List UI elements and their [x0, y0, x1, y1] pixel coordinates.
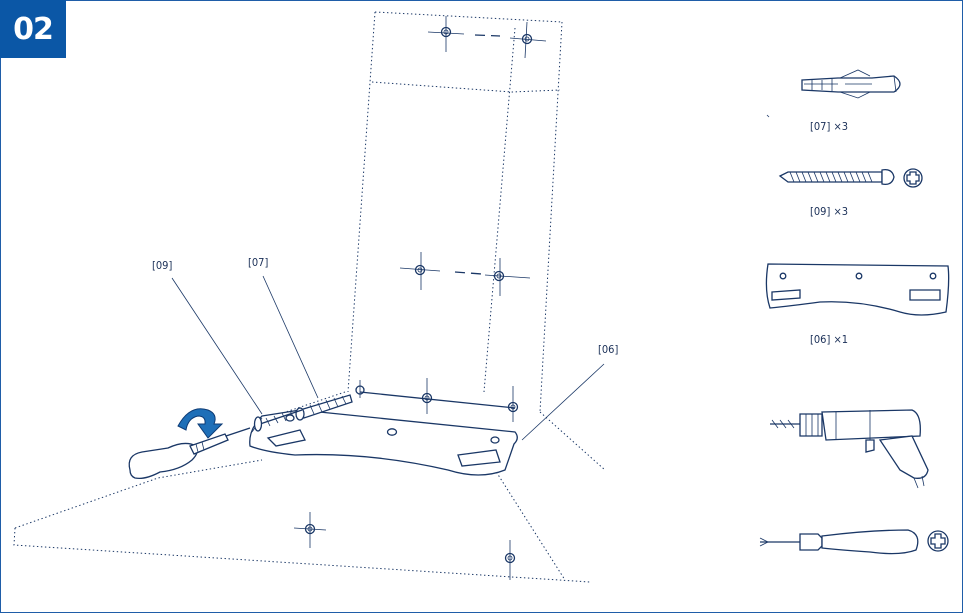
drill-mark-base-mid — [421, 378, 433, 414]
leader-line-anchor — [262, 275, 319, 399]
rotate-clockwise-arrow-icon — [177, 408, 224, 439]
drill-mark-mid-left — [399, 252, 441, 290]
callout-screw: [09] — [152, 259, 173, 272]
part-label-anchor: [07] ×3 — [810, 120, 849, 133]
callout-anchor: [07] — [248, 256, 269, 269]
mounting-bracket — [249, 409, 518, 476]
leader-line-bracket — [521, 363, 605, 441]
phillips-head-icon — [903, 168, 923, 188]
bracket-part-icon — [765, 263, 950, 316]
drill-marks — [293, 16, 547, 580]
leader-line-screw — [171, 277, 263, 415]
drill-mark-floor-right — [504, 540, 516, 580]
phillips-head-icon-tool — [927, 530, 949, 552]
drill-mark-top-right — [509, 21, 547, 59]
drill-mark-mid-right — [484, 258, 531, 296]
drill-mark-base-right — [507, 386, 519, 422]
drill-mark-floor-left — [293, 512, 327, 548]
drill-mark-base-left — [355, 380, 365, 398]
anchor-part-icon — [801, 69, 901, 99]
drill-mark-top-left — [427, 16, 465, 52]
part-label-bracket: [06] ×1 — [810, 333, 849, 346]
power-drill-icon — [770, 409, 929, 489]
screw — [253, 409, 303, 432]
callout-bracket: [06] — [598, 343, 619, 356]
phillips-screwdriver-icon — [759, 529, 919, 555]
wall-outline — [13, 11, 606, 583]
screw-part-icon — [778, 169, 895, 185]
step-number-badge: 02 — [0, 0, 66, 58]
part-label-screw: [09] ×3 — [810, 205, 849, 218]
screwdriver-in-use — [128, 427, 251, 480]
